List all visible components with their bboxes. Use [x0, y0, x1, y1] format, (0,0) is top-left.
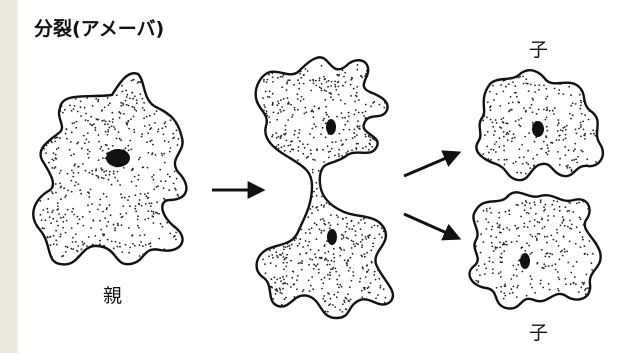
parent-amoeba	[32, 72, 188, 266]
child-top-nucleus	[532, 121, 544, 137]
child-bottom-body	[468, 191, 602, 310]
dividing-amoeba	[254, 56, 395, 320]
child-amoeba-bottom	[468, 191, 602, 310]
label-parent: 親	[103, 285, 123, 307]
diagram-title: 分裂(アメーバ)	[34, 18, 165, 40]
child-top-cytoplasm-dots	[482, 75, 598, 175]
dividing-nucleus-top	[326, 119, 336, 135]
dividing-amoeba-body	[254, 56, 395, 320]
arrow-to-child-bottom	[403, 212, 462, 241]
arrow-to-child-top	[403, 150, 462, 178]
child-bottom-cytoplasm-dots	[475, 199, 594, 304]
parent-nucleus	[106, 149, 130, 167]
label-child-bottom: 子	[529, 322, 549, 344]
parent-amoeba-body	[32, 72, 188, 266]
child-bottom-nucleus	[520, 253, 530, 269]
dividing-nucleus-bottom	[327, 229, 337, 245]
dividing-cytoplasm-dots	[262, 64, 387, 313]
child-amoeba-top	[475, 69, 605, 182]
label-child-top: 子	[529, 39, 549, 61]
